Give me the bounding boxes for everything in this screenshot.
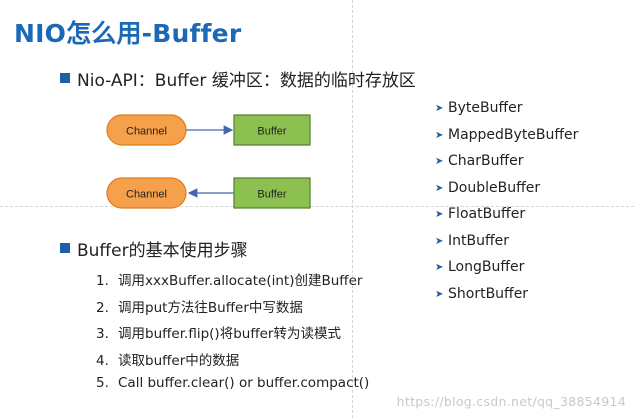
step-item: 2. 调用put方法往Buffer中写数据: [96, 296, 369, 323]
step-text: Call buffer.clear() or buffer.compact(): [118, 375, 370, 391]
channel-box-2: [106, 177, 187, 209]
step-text: 调用xxxBuffer.allocate(int)创建Buffer: [118, 273, 363, 289]
buffer-type-label: ByteBuffer: [448, 100, 523, 116]
step-number: 5.: [96, 375, 109, 391]
vertical-guide-line: [352, 0, 353, 418]
arrow-bullet-icon: ➤: [435, 182, 444, 194]
buffer-type-label: ShortBuffer: [448, 285, 529, 302]
buffer-type-item: ➤ CharBuffer: [435, 153, 578, 180]
buffer-type-item: ➤ DoubleBuffer: [435, 180, 578, 207]
step-number: 2.: [96, 299, 109, 316]
channel-buffer-diagram: Channel Buffer Channel Buffer: [106, 114, 311, 209]
square-bullet-icon: [60, 243, 70, 253]
arrow-bullet-icon: ➤: [435, 103, 444, 114]
buffer-box-2: [233, 177, 311, 209]
buffer-type-item: ➤ IntBuffer: [435, 233, 578, 260]
step-item: 1. 调用xxxBuffer.allocate(int)创建Buffer: [96, 269, 369, 296]
buffer-type-item: ➤ ShortBuffer: [435, 286, 578, 313]
channel-label-1: Channel: [126, 126, 167, 138]
buffer-type-item: ➤ FloatBuffer: [435, 206, 578, 233]
buffer-types-list: ➤ ByteBuffer ➤ MappedByteBuffer ➤ CharBuffe…: [435, 100, 578, 312]
buffer-type-label: IntBuffer: [448, 232, 509, 249]
step-item: 3. 调用buffer.flip()将buffer转为读模式: [96, 322, 369, 349]
diagram-row-1: Channel Buffer: [106, 114, 311, 146]
arrow-bullet-icon: ➤: [435, 288, 444, 300]
arrow-bullet-icon: ➤: [435, 209, 444, 220]
slide-title: NIO怎么用-Buffer: [14, 19, 242, 48]
arrow-bullet-icon: ➤: [435, 235, 444, 247]
buffer-type-label: CharBuffer: [448, 153, 524, 169]
buffer-type-item: ➤ LongBuffer: [435, 259, 578, 286]
square-bullet-icon: [60, 73, 70, 83]
section-heading-steps: Buffer的基本使用步骤: [77, 241, 248, 261]
step-text: 调用buffer.flip()将buffer转为读模式: [118, 326, 341, 342]
buffer-type-label: DoubleBuffer: [448, 179, 541, 196]
step-number: 1.: [96, 273, 109, 289]
buffer-box-1: [233, 114, 311, 146]
arrow-bullet-icon: ➤: [435, 156, 444, 167]
step-text: 调用put方法往Buffer中写数据: [118, 299, 303, 316]
buffer-type-label: FloatBuffer: [448, 206, 526, 222]
channel-label-2: Channel: [126, 189, 167, 201]
step-number: 4.: [96, 352, 109, 369]
arrow-bullet-icon: ➤: [435, 129, 444, 141]
steps-list: 1. 调用xxxBuffer.allocate(int)创建Buffer 2. 调用…: [96, 269, 369, 402]
step-text: 读取buffer中的数据: [118, 352, 240, 369]
buffer-type-item: ➤ ByteBuffer: [435, 100, 578, 127]
diagram-row-2: Channel Buffer: [106, 177, 311, 209]
buffer-type-item: ➤ MappedByteBuffer: [435, 127, 578, 154]
step-item: 4. 读取buffer中的数据: [96, 349, 369, 376]
buffer-label-2: Buffer: [257, 189, 286, 201]
buffer-type-label: MappedByteBuffer: [448, 126, 579, 143]
step-number: 3.: [96, 326, 109, 342]
step-item: 5. Call buffer.clear() or buffer.compact(…: [96, 375, 369, 402]
buffer-type-label: LongBuffer: [448, 259, 525, 275]
horizontal-guide-line: [0, 206, 634, 207]
section-heading-api: Nio-API：Buffer 缓冲区：数据的临时存放区: [77, 71, 416, 91]
watermark-url: https://blog.csdn.net/qq_38854914: [396, 394, 626, 409]
buffer-label-1: Buffer: [257, 126, 286, 138]
arrow-bullet-icon: ➤: [435, 262, 444, 273]
